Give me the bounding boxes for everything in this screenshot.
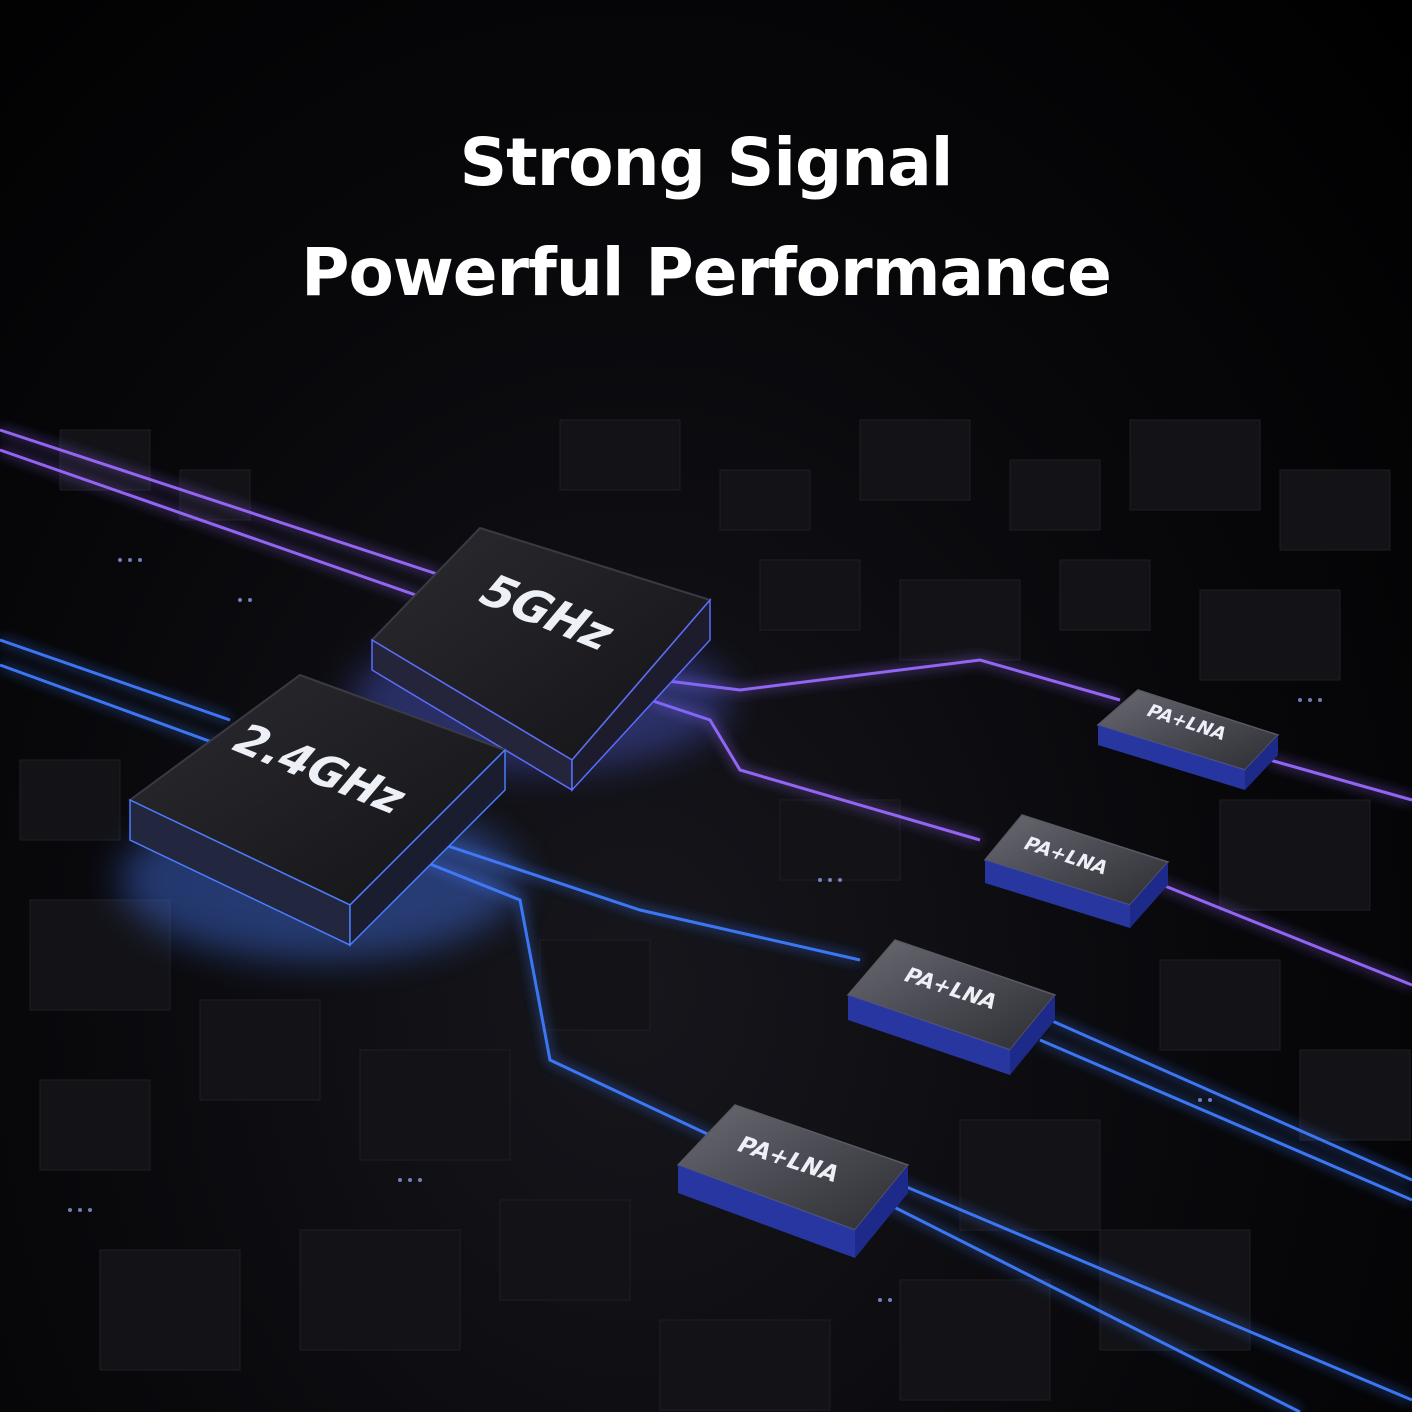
board-blocks (19, 419, 1411, 1411)
amp-chip-1: PA+LNA (1096, 689, 1280, 790)
amp-chip-3: PA+LNA (846, 939, 1057, 1075)
chip-24ghz: 2.4GHz (128, 673, 507, 947)
amp-chip-2: PA+LNA (983, 814, 1170, 928)
headline-line-1: Strong Signal (459, 124, 954, 201)
chip-5ghz: 5GHz (370, 526, 712, 792)
headline-line-2: Powerful Performance (301, 234, 1112, 311)
headline: Strong Signal Powerful Performance (0, 108, 1412, 328)
board-leds (68, 558, 1322, 1302)
amp-chip-4: PA+LNA (676, 1104, 910, 1258)
